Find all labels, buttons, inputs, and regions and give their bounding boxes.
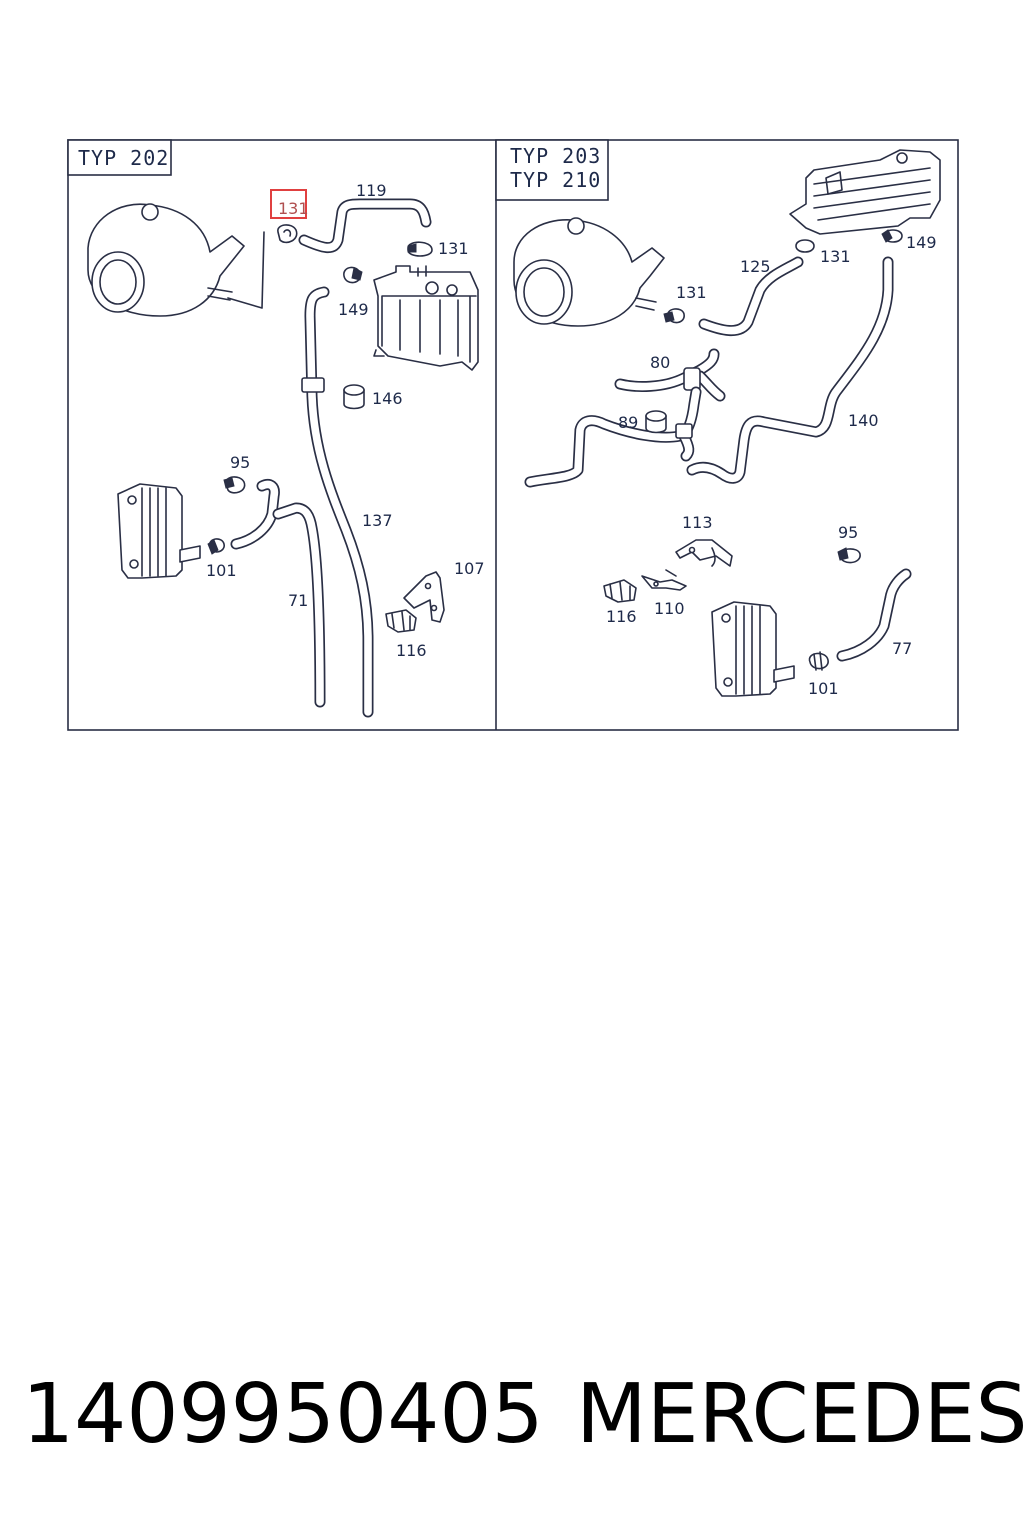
clip-part: [385, 609, 417, 633]
hose-80-part: [614, 348, 726, 402]
oil-filter-housing-part: [789, 149, 941, 235]
hose-clamp-part: [407, 241, 433, 257]
callout-107: 107: [454, 559, 485, 578]
callout-116: 116: [606, 607, 637, 626]
oil-cooler-part: [117, 483, 201, 579]
callout-101: 101: [808, 679, 839, 698]
hose-clamp-part: [663, 308, 685, 324]
hose-clamp-part: [808, 651, 829, 671]
footer: 1409950405 MERCEDES: [0, 1360, 1024, 1470]
callout-137: 137: [362, 511, 393, 530]
hose-clamp-part: [223, 476, 246, 494]
oil-cooler-part: [711, 601, 795, 697]
callout-95: 95: [838, 523, 858, 542]
callout-149: 149: [906, 233, 937, 252]
panel-typ-202: TYP 202 131 119: [67, 139, 485, 718]
pipe-part: [524, 386, 702, 488]
callout-119: 119: [356, 181, 387, 200]
callout-131: 131: [820, 247, 851, 266]
clip-part: [603, 579, 637, 603]
part-number: 1409950405: [22, 1367, 544, 1462]
callout-116: 116: [396, 641, 427, 660]
callout-101: 101: [206, 561, 237, 580]
callout-149: 149: [338, 300, 369, 319]
brand-name: MERCEDES: [576, 1367, 1024, 1462]
svg-text:TYP 210: TYP 210: [510, 168, 601, 192]
hose-clamp-part: [207, 538, 225, 555]
callout-77: 77: [892, 639, 912, 658]
callout-110: 110: [654, 599, 685, 618]
callout-131: 131: [438, 239, 469, 258]
hose-119-part: [298, 198, 432, 253]
pump-housing-part: [513, 217, 665, 327]
pipe-137-part: [301, 286, 374, 718]
hose-125-part: [698, 256, 804, 336]
hose-77-part: [836, 568, 912, 662]
callout-71: 71: [288, 591, 308, 610]
hose-clamp-part: [837, 547, 861, 564]
callout-131-highlighted[interactable]: 131: [270, 189, 309, 219]
bracket-part: [403, 571, 445, 623]
panel-header: TYP 202: [67, 139, 172, 176]
callout-89: 89: [618, 413, 638, 432]
panel-header: TYP 203 TYP 210: [495, 139, 609, 201]
pipe-71-part: [272, 502, 326, 708]
parts-diagram: TYP 202 131 119: [67, 139, 959, 731]
callout-146: 146: [372, 389, 403, 408]
clip-part: [641, 569, 687, 591]
pump-housing-part: [87, 203, 265, 317]
hose-part: [230, 479, 280, 550]
callout-140: 140: [848, 411, 879, 430]
hose-clamp-part: [343, 266, 363, 284]
svg-text:TYP 203: TYP 203: [510, 144, 601, 168]
callout-95: 95: [230, 453, 250, 472]
bracket-part: [675, 539, 733, 567]
svg-text:TYP 202: TYP 202: [78, 146, 169, 170]
pipe-140-part: [686, 256, 894, 484]
callout-125: 125: [740, 257, 771, 276]
rubber-spacer-part: [343, 384, 365, 410]
callout-80: 80: [650, 353, 670, 372]
callout-113: 113: [682, 513, 713, 532]
rubber-spacer-part: [645, 410, 667, 434]
panel-typ-203-210: TYP 203 TYP 210 131 125 131: [495, 139, 941, 698]
svg-text:131: 131: [278, 199, 309, 218]
hose-clamp-part: [277, 224, 298, 244]
callout-131: 131: [676, 283, 707, 302]
hose-clamp-part: [881, 229, 903, 243]
hose-clamp-part: [795, 239, 815, 253]
oil-filter-housing-part: [373, 265, 479, 371]
